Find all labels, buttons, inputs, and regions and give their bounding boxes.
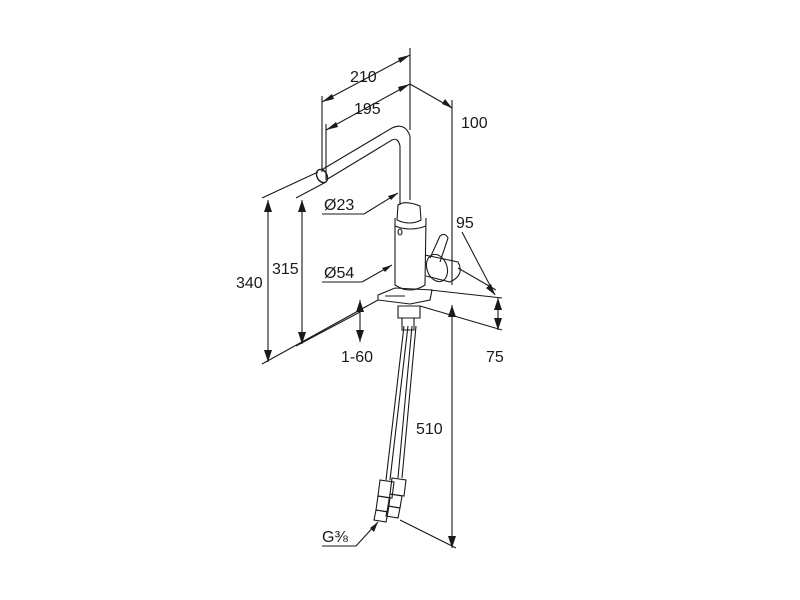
dim-340-label: 340	[236, 275, 263, 292]
dim-510-label: 510	[416, 421, 443, 438]
dim-100-label: 100	[461, 115, 488, 132]
dim-diameter-23-label: Ø23	[324, 197, 354, 214]
dim-75-label: 75	[486, 349, 504, 366]
dim-diameter-54-label: Ø54	[324, 265, 354, 282]
dim-315-label: 315	[272, 261, 299, 278]
dimension-lines	[261, 48, 503, 549]
dim-thread-g-label: G⅜	[322, 529, 348, 546]
dim-95-label: 95	[456, 215, 474, 232]
arrowheads	[264, 55, 502, 548]
dim-195-label: 195	[354, 101, 381, 118]
dim-210-label: 210	[350, 69, 377, 86]
dim-1-60-label: 1-60	[341, 349, 373, 366]
